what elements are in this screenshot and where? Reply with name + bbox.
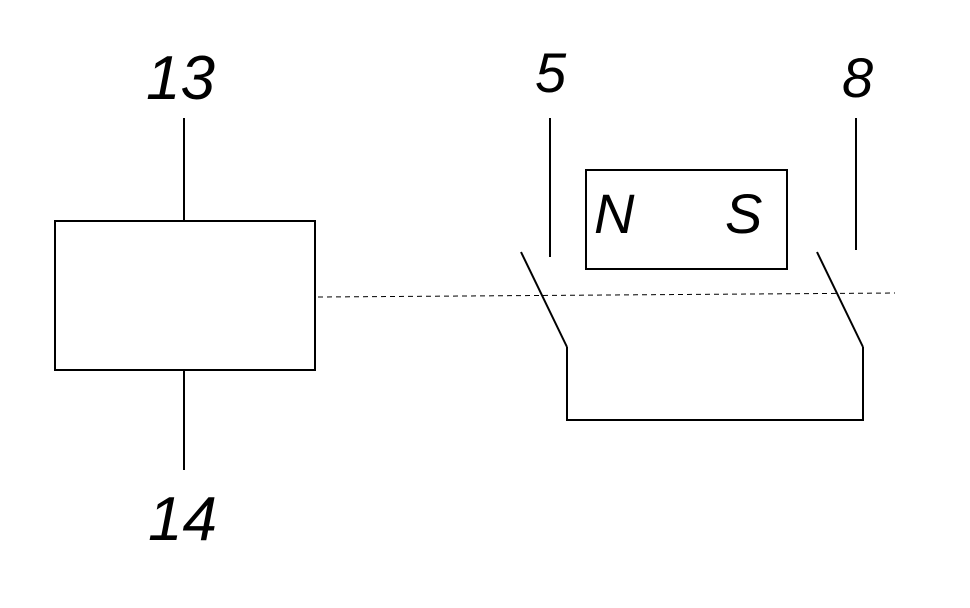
coil-box xyxy=(54,220,316,371)
contact-right-terminal-label: 8 xyxy=(842,46,873,109)
magnet-south-label: S xyxy=(725,182,762,245)
coil: 13 14 xyxy=(54,44,316,554)
magnet-box xyxy=(585,169,788,270)
contact-bridge xyxy=(566,347,864,421)
contact-right-blade xyxy=(816,251,864,348)
contact-left-blade xyxy=(520,251,568,348)
contact-left-terminal-label: 5 xyxy=(535,41,567,104)
coil-bottom-terminal-label: 14 xyxy=(148,485,217,554)
magnet-north-label: N xyxy=(594,182,635,245)
contacts: 5 8 xyxy=(520,41,873,421)
permanent-magnet: N S xyxy=(585,169,788,270)
coil-top-terminal-label: 13 xyxy=(146,44,215,113)
mechanical-linkage xyxy=(317,292,896,298)
